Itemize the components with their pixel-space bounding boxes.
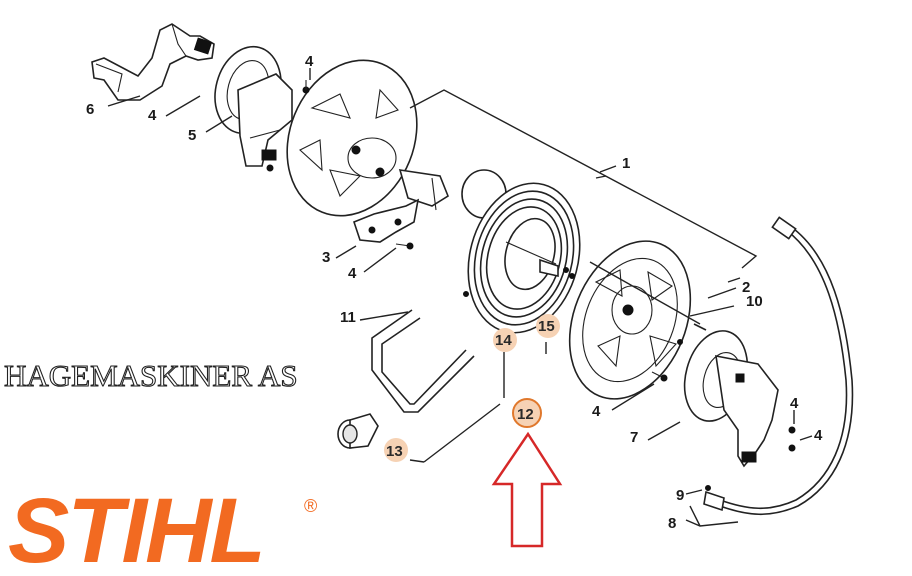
screw: [395, 242, 414, 250]
callout-11: 11: [340, 309, 356, 326]
red-arrow: [491, 431, 563, 548]
highlight-circles: [384, 314, 560, 462]
callout-7: 7: [630, 429, 638, 446]
highlight-14: [493, 328, 517, 352]
callout-14: 14: [495, 332, 512, 349]
o-ring: [705, 485, 711, 491]
stihl-logo: STIHL ®: [8, 480, 317, 576]
highlight-12: [512, 398, 542, 428]
highlight-13: [384, 438, 408, 462]
bracket: [214, 45, 293, 172]
assembly-bracket: [409, 89, 758, 325]
callout-12: 12: [517, 406, 534, 423]
swivel-housing: [683, 330, 779, 468]
screw: [302, 80, 310, 94]
highlight-15: [536, 314, 560, 338]
callout-6: 6: [86, 101, 94, 118]
callout-2: 2: [742, 279, 750, 296]
callout-13: 13: [386, 443, 403, 460]
callout-4f: 4: [814, 427, 823, 444]
callout-4c: 4: [348, 265, 357, 282]
leader-lines: [107, 68, 813, 527]
callout-15: 15: [538, 318, 555, 335]
watermark-text: HAGEMASKINER AS: [4, 358, 298, 393]
callout-4d: 4: [592, 403, 601, 420]
registered-mark: ®: [304, 496, 317, 516]
callout-4a: 4: [148, 107, 157, 124]
reel-side-plate: [286, 59, 449, 217]
crank-handle: [91, 23, 215, 101]
reel-right-plate: [568, 240, 692, 400]
callout-4e: 4: [790, 395, 799, 412]
connection-hose: [703, 216, 854, 516]
screw: [788, 426, 796, 452]
callout-1: 1: [622, 155, 630, 172]
callout-10: 10: [746, 293, 763, 310]
logo-text: STIHL: [8, 480, 264, 576]
callout-4b: 4: [305, 53, 314, 70]
callout-3: 3: [322, 249, 330, 266]
bent-tube: [371, 309, 475, 413]
callout-labels: 1 2 3 4 4 4 4 4 4 5 6 7 8 9 10 11 12 13 …: [86, 53, 823, 532]
coupling: [337, 413, 379, 449]
callout-5: 5: [188, 127, 196, 144]
clamp: [353, 198, 420, 243]
screw: [651, 371, 668, 382]
callout-8: 8: [668, 515, 676, 532]
callout-9: 9: [676, 487, 684, 504]
pin: [677, 323, 707, 345]
